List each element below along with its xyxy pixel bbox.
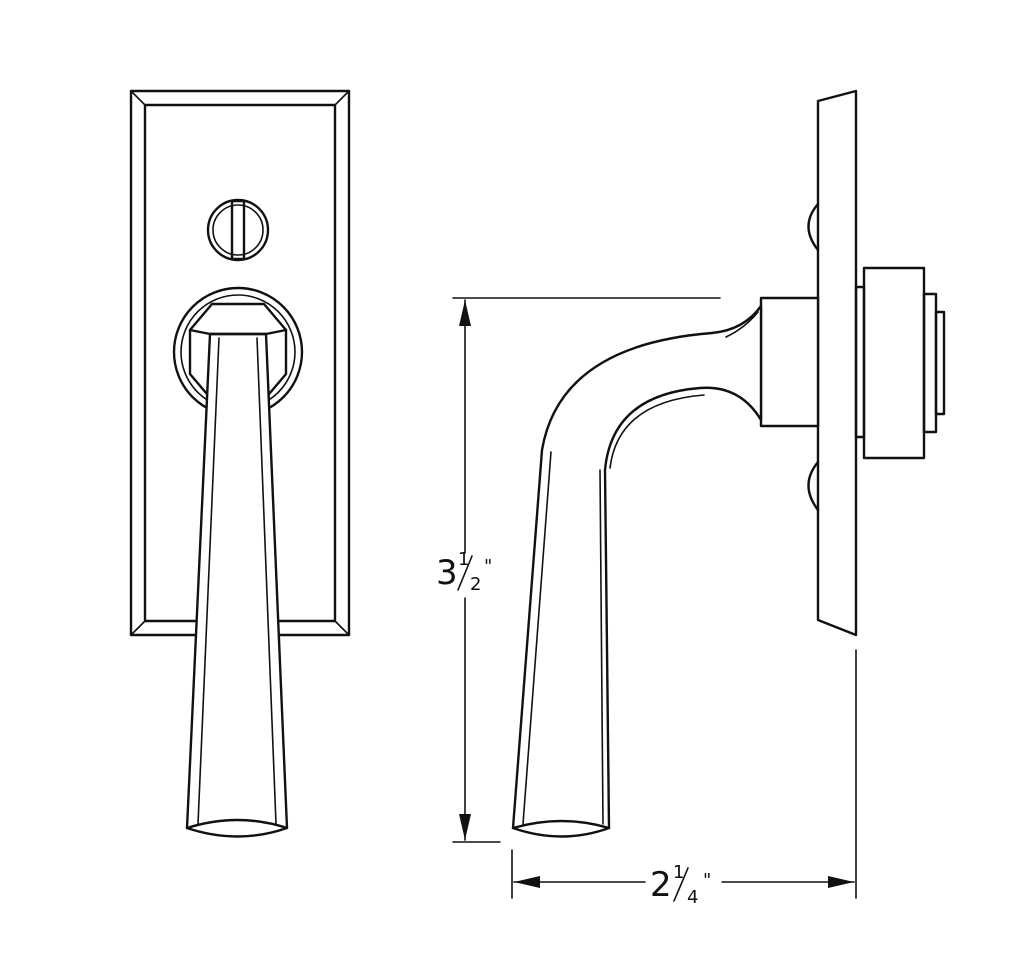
height-denominator: 2	[470, 574, 481, 595]
arrow-up	[459, 300, 471, 326]
depth-denominator: 4	[687, 887, 698, 908]
lever-side	[511, 304, 763, 838]
backplate-bevel-lines	[130, 90, 350, 636]
arrow-right	[828, 876, 854, 888]
depth-dimension: 2 1 4 "	[511, 649, 857, 908]
depth-numerator: 1	[673, 862, 684, 883]
height-whole: 3	[436, 553, 458, 593]
height-unit: "	[484, 556, 492, 577]
side-view	[511, 89, 946, 838]
backplate-side	[816, 89, 858, 637]
lever-front	[185, 328, 289, 838]
height-numerator: 1	[458, 549, 469, 570]
lever-hub-side	[759, 296, 820, 428]
thumb-turn	[206, 198, 270, 262]
rear-spindle	[854, 266, 946, 460]
arrow-down	[459, 814, 471, 840]
depth-whole: 2	[650, 865, 672, 905]
front-view	[129, 89, 351, 838]
height-dimension: 3 1 2 "	[436, 297, 721, 843]
screw-head-bottom	[807, 460, 820, 512]
arrow-left	[514, 876, 540, 888]
depth-unit: "	[703, 870, 711, 891]
screw-head-top	[807, 202, 820, 252]
